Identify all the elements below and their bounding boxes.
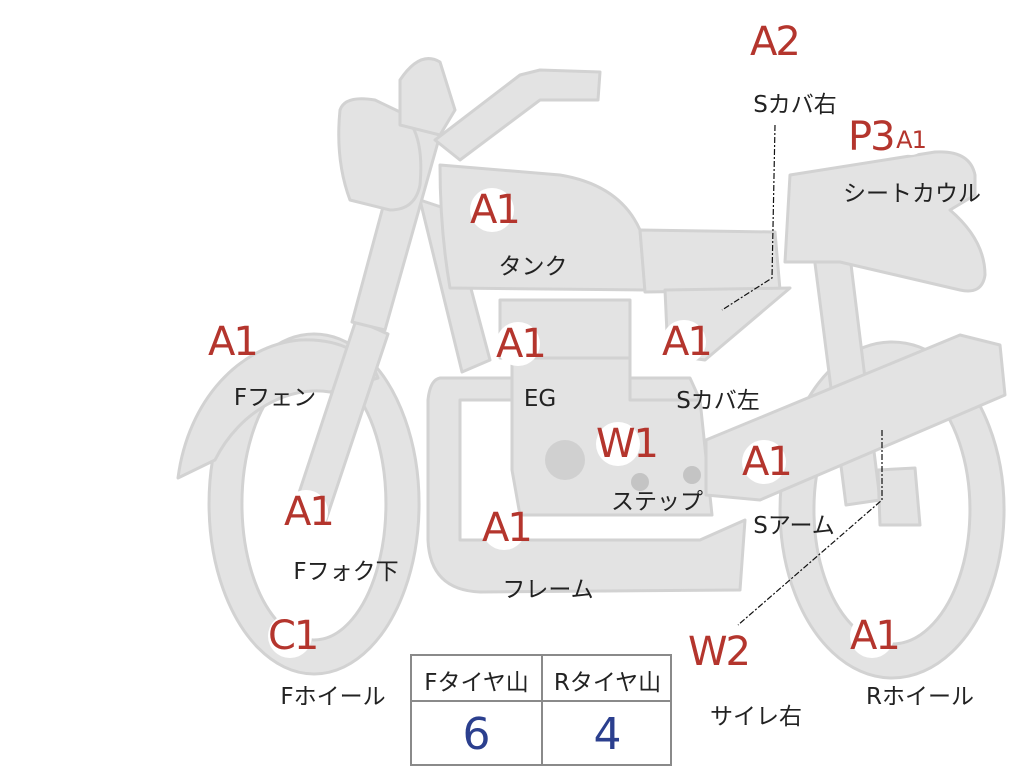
part-label-side-cover-left: Sカバ左 xyxy=(676,388,760,414)
grade-badge-side-cover-left: A1 xyxy=(662,319,713,365)
handlebar-shape xyxy=(398,57,457,137)
grade-badge-engine: A1 xyxy=(496,321,547,367)
part-label-tank: タンク xyxy=(498,254,568,280)
grade-badge-front-fender: A1 xyxy=(208,319,259,365)
rear-tread-value: 4 xyxy=(593,709,622,760)
rear-tread-header: Rタイヤ山 xyxy=(553,670,662,696)
front-tread-value: 6 xyxy=(462,709,491,760)
part-label-step: ステップ xyxy=(611,489,703,515)
grade-badge-swing-arm: A1 xyxy=(742,439,793,485)
part-label-seat-side-cover-right: Sカバ右 xyxy=(753,92,837,118)
tire-tread-table: Fタイヤ山 Rタイヤ山 6 4 xyxy=(410,654,672,766)
rear-fork-shape xyxy=(876,466,922,527)
seat-cowl-shape xyxy=(783,150,987,293)
part-label-rear-wheel: Rホイール xyxy=(866,684,974,710)
front-tread-header: Fタイヤ山 xyxy=(424,670,529,696)
tread-table-divider xyxy=(541,656,543,764)
part-label-muffler-right: サイレ右 xyxy=(710,704,802,730)
grade-badge-frame: A1 xyxy=(482,505,533,551)
grade-badge-rear-wheel: A1 xyxy=(850,613,901,659)
part-label-front-fender: Fフェン xyxy=(233,385,317,411)
part-label-frame: フレーム xyxy=(502,577,594,603)
side-cover-shape xyxy=(638,228,782,294)
leader-line-side-cover-right xyxy=(721,124,776,311)
part-label-seat-cowl: シートカウル xyxy=(843,181,981,207)
grade-badge-tank: A1 xyxy=(470,187,521,233)
bar-stem-shape xyxy=(433,68,602,162)
grade-badge-step: W1 xyxy=(596,421,659,467)
part-label-engine: EG xyxy=(523,386,557,412)
sub-grade-badge-seat-cowl: A1 xyxy=(896,125,927,155)
grade-badge-seat-side-cover-right: A2 xyxy=(750,19,801,65)
grade-badge-front-fork-lower: A1 xyxy=(284,489,335,535)
leader-line-muffler xyxy=(737,430,883,626)
frame-shape xyxy=(426,376,747,594)
part-label-swing-arm: Sアーム xyxy=(753,513,835,539)
grade-badge-front-wheel: C1 xyxy=(268,613,319,659)
part-label-front-wheel: Fホイール xyxy=(280,684,386,710)
grade-badge-seat-cowl: P3 xyxy=(848,114,896,160)
grade-badge-muffler-right: W2 xyxy=(688,629,751,675)
part-label-front-fork-lower: Fフォク下 xyxy=(293,559,399,585)
